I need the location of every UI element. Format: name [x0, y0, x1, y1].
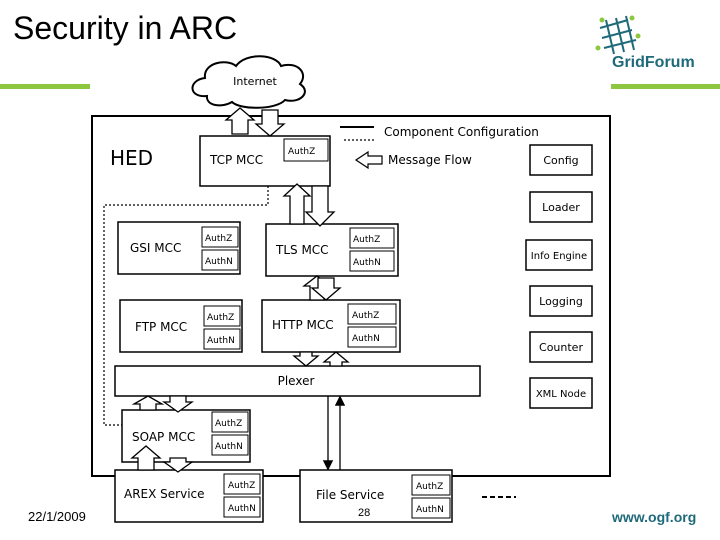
http-authn-box: [347, 326, 397, 348]
arex-authz-label: AuthZ: [228, 481, 255, 491]
flow-arrow-soap-to-arex: [161, 457, 195, 473]
footer-page-number: 28: [358, 507, 371, 519]
plexer-box: [114, 365, 481, 397]
soap-authz-box: [211, 411, 249, 433]
flow-arrow-arex-to-soap: [130, 445, 162, 471]
title-rule-left: [0, 84, 90, 89]
flow-arrow-tcp-to-internet: [224, 107, 256, 135]
plexer-label: Plexer: [278, 374, 315, 388]
flow-arrow-tls-to-tcp: [282, 183, 312, 225]
gsi-authn-box: [201, 249, 239, 271]
flow-arrow-plexer-to-soap: [161, 395, 195, 413]
legend-config-label: Component Configuration: [384, 125, 539, 139]
hed-label: HED: [110, 146, 153, 170]
http-authz-label: AuthZ: [352, 311, 379, 321]
tcp-authz-box: [283, 138, 329, 162]
logo-text: GridForum: [612, 54, 695, 71]
flow-arrow-internet-to-tcp: [254, 109, 286, 137]
logging-label: Logging: [539, 295, 583, 308]
ftp-authz-box: [203, 305, 241, 327]
grid-logo-icon: [595, 15, 641, 55]
soap-mcc-label: SOAP MCC: [132, 430, 195, 444]
tls-authz-box: [349, 227, 395, 249]
file-authz-box: [411, 474, 451, 496]
arex-service-label: AREX Service: [124, 487, 205, 501]
soap-authz-label: AuthZ: [215, 419, 242, 429]
internet-label: Internet: [233, 75, 277, 88]
tls-authn-label: AuthN: [353, 258, 381, 268]
slide-title: Security in ARC: [13, 10, 238, 46]
gsi-authz-label: AuthZ: [205, 234, 232, 244]
ftp-mcc-label: FTP MCC: [135, 320, 187, 334]
legend-flow-arrow: [354, 150, 383, 170]
file-authn-box: [411, 497, 451, 519]
flow-arrow-tls-to-http: [310, 277, 342, 301]
config-label: Config: [543, 154, 578, 167]
internet-cloud: Internet: [191, 55, 306, 109]
config-box: [529, 144, 593, 176]
tls-authn-box: [349, 250, 395, 272]
arex-authn-label: AuthN: [228, 504, 256, 514]
arex-authz-box: [223, 473, 261, 495]
http-mcc-label: HTTP MCC: [272, 318, 334, 332]
http-authz-box: [347, 303, 397, 325]
soap-authn-label: AuthN: [215, 442, 243, 452]
counter-box: [529, 331, 593, 363]
tls-mcc-label: TLS MCC: [275, 243, 329, 257]
ftp-authz-label: AuthZ: [207, 313, 234, 323]
info-engine-box: [525, 239, 593, 271]
title-rule-right: [611, 84, 720, 89]
legend-flow-label: Message Flow: [388, 153, 472, 167]
tcp-authz-label: AuthZ: [288, 147, 315, 157]
xml-node-label: XML Node: [536, 389, 586, 400]
gsi-authn-label: AuthN: [205, 257, 233, 267]
file-service-label: File Service: [316, 488, 384, 502]
gsi-mcc-label: GSI MCC: [130, 241, 181, 255]
footer-url: www.ogf.org: [612, 509, 697, 525]
info-engine-label: Info Engine: [531, 251, 587, 262]
gsi-authz-box: [201, 226, 239, 248]
loader-label: Loader: [542, 201, 580, 214]
tcp-mcc-label: TCP MCC: [209, 153, 263, 167]
file-authz-label: AuthZ: [416, 482, 443, 492]
loader-box: [529, 191, 593, 223]
http-authn-label: AuthN: [352, 334, 380, 344]
flow-arrow-plexer-to-http: [322, 351, 350, 367]
flow-arrow-http-to-plexer: [292, 351, 320, 367]
counter-label: Counter: [539, 341, 583, 354]
xml-node-box: [529, 377, 593, 409]
soap-authn-box: [211, 434, 249, 456]
tls-authz-label: AuthZ: [353, 235, 380, 245]
gridforum-logo: [592, 14, 692, 74]
flow-arrow-soap-to-plexer: [131, 395, 165, 411]
logging-box: [529, 285, 593, 317]
config-dotted-path: [103, 186, 269, 426]
ftp-authn-label: AuthN: [207, 336, 235, 346]
arex-authn-box: [223, 496, 261, 518]
file-authn-label: AuthN: [416, 505, 444, 515]
footer-date: 22/1/2009: [28, 509, 86, 524]
flow-arrow-tcp-to-tls: [304, 185, 336, 227]
ftp-authn-box: [203, 328, 241, 350]
